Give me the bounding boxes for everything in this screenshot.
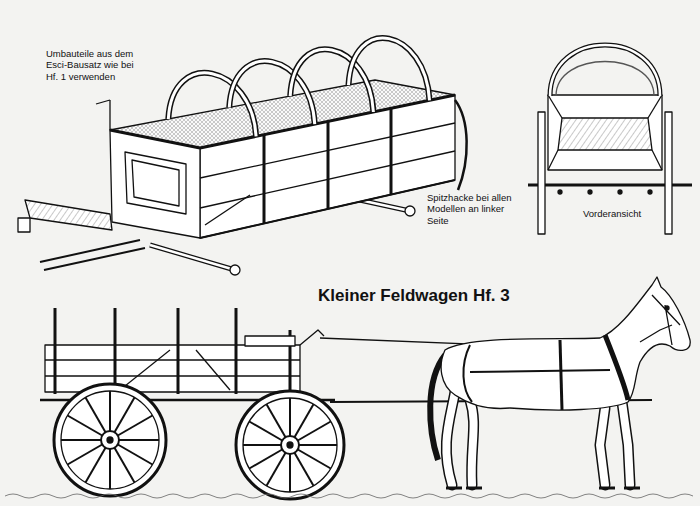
title: Kleiner Feldwagen Hf. 3 bbox=[318, 286, 510, 306]
front-view-wagon bbox=[528, 45, 692, 234]
annotation-label: Umbauteile aus dem Esci-Bausatz wie bei … bbox=[46, 48, 146, 82]
spoked-wheels bbox=[54, 384, 344, 499]
label-holder: Spitzhacke bei allen Modellen an linker … bbox=[427, 192, 521, 226]
hoop-inner bbox=[168, 73, 256, 136]
annotation-label: Spitzhacke bei allen Modellen an linker … bbox=[427, 192, 521, 226]
wheel bbox=[54, 384, 166, 496]
hoop-inner bbox=[349, 38, 430, 100]
annotation-label: Vorderansicht bbox=[583, 208, 663, 219]
hoop bbox=[349, 38, 430, 100]
hoop bbox=[168, 73, 256, 136]
ground-scribble bbox=[5, 494, 693, 498]
label-holder: Umbauteile aus dem Esci-Bausatz wie bei … bbox=[46, 48, 146, 82]
hoop-inner bbox=[290, 49, 373, 112]
hoop bbox=[290, 49, 373, 112]
canvas-hoops bbox=[168, 38, 429, 136]
hoop bbox=[229, 61, 315, 124]
hoop-inner bbox=[229, 61, 315, 124]
horse bbox=[430, 277, 690, 488]
title-holder: Kleiner Feldwagen Hf. 3 bbox=[318, 286, 510, 306]
perspective-wagon bbox=[18, 80, 467, 275]
label-holder: Vorderansicht bbox=[583, 208, 663, 219]
wheel bbox=[236, 391, 344, 499]
